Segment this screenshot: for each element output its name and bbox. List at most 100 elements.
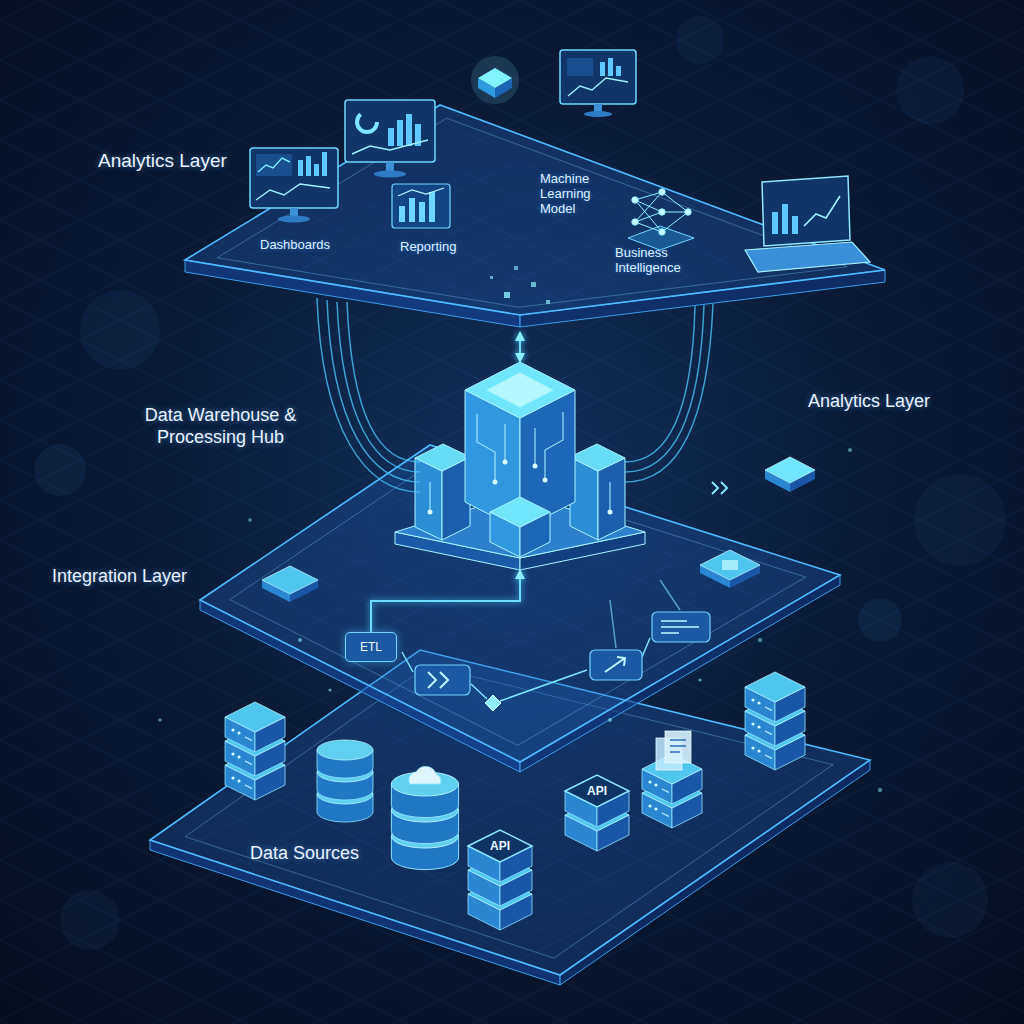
api-block-face — [597, 815, 629, 851]
circuit-pad — [428, 510, 433, 515]
layer-platform-outline — [195, 440, 845, 780]
layer-platform-face — [200, 600, 520, 772]
api-block-face — [468, 894, 500, 930]
text-slot: Machine Learning Model — [540, 172, 612, 217]
report-card — [392, 184, 450, 228]
hub-block-face — [415, 444, 470, 471]
hub-block-face — [395, 532, 520, 570]
data-stream-lines — [317, 298, 713, 492]
layer-platform: Analytics LayerDashboardsReportingMachin… — [185, 100, 890, 332]
flow-chevrons — [712, 482, 727, 494]
floating-chip — [765, 457, 815, 492]
text-slot: Analytics Layer — [808, 391, 930, 413]
process-box: ETL — [345, 632, 397, 662]
hub-block-face — [487, 373, 553, 407]
circuit-pad — [503, 460, 508, 465]
circuit-pad — [543, 478, 548, 483]
server-stack — [225, 702, 285, 800]
layer-platform-face — [150, 840, 560, 985]
layer-platform-face — [520, 575, 840, 772]
api-block: API — [565, 775, 629, 851]
integration-chip-left — [262, 566, 318, 602]
api-block-face — [468, 878, 532, 910]
api-label: API — [468, 839, 532, 853]
layer-platform-outline — [185, 100, 890, 332]
cloud-storage — [391, 766, 458, 869]
circuit-trace — [545, 412, 563, 480]
data-flow-arrow — [519, 332, 521, 362]
api-block: API — [468, 830, 532, 930]
hub-block-face — [465, 390, 520, 530]
api-block-face — [565, 799, 629, 831]
hub-block-face — [465, 362, 575, 418]
dashboard-monitor — [250, 148, 338, 223]
laptop — [745, 176, 870, 272]
text-slot: ETL — [360, 640, 382, 654]
database-cylinder — [317, 740, 373, 822]
api-block-face — [565, 775, 629, 807]
circuit-trace — [477, 414, 495, 482]
text-slot: Dashboards — [260, 238, 330, 253]
text-slot: Analytics Layer — [98, 150, 227, 173]
hub-block-face — [520, 512, 550, 557]
text-slot: API — [565, 784, 629, 798]
layer-platform-outline — [145, 640, 875, 990]
hub-block-face — [598, 458, 625, 540]
panel-label: Reporting — [400, 240, 456, 255]
hub-block-face — [490, 497, 550, 527]
hub-block-face — [415, 458, 442, 540]
hub-block-face — [570, 457, 598, 540]
hub-title: Data Warehouse & Processing Hub — [128, 405, 313, 448]
hub-block-face — [520, 390, 575, 530]
pipeline-box — [652, 612, 710, 642]
ml-monitor — [560, 50, 636, 117]
data-flow-arrow — [371, 570, 520, 632]
document-stack — [642, 731, 702, 828]
text-slot: Integration Layer — [52, 566, 187, 588]
circuit-trace — [534, 428, 535, 466]
layer-platform: Data SourcesAPIAPI — [145, 640, 875, 990]
layer-title: Analytics Layer — [808, 391, 930, 413]
pipeline-box — [415, 665, 470, 695]
layer-platform-face — [150, 650, 870, 975]
api-label: API — [565, 784, 629, 798]
pipeline-box — [590, 650, 642, 680]
layer-platform: Integration LayerETL — [195, 440, 845, 780]
layer-title: Analytics Layer — [98, 150, 227, 173]
pipeline-junction — [485, 695, 501, 711]
pipeline-lines — [402, 580, 680, 701]
circuit-pad — [533, 464, 538, 469]
panel-label: Business Intelligence — [615, 246, 703, 276]
circuit-trace — [609, 482, 610, 512]
panel-label: Machine Learning Model — [540, 172, 612, 217]
layer-platform-face — [560, 760, 870, 985]
bokeh-lights — [34, 16, 1006, 950]
hub-block-outline — [395, 362, 645, 570]
layer-platform-face — [185, 260, 520, 327]
hub-block-face — [442, 457, 470, 540]
layer-platform-face — [230, 460, 806, 745]
layer-platform-face — [520, 270, 885, 327]
neural-network-icon — [628, 189, 694, 250]
api-block-face — [500, 870, 532, 906]
hub-block-face — [570, 444, 625, 471]
api-block-face — [565, 815, 597, 851]
api-block-face — [500, 894, 532, 930]
layer-title: Integration Layer — [52, 566, 187, 588]
glowing-chip — [471, 56, 519, 104]
data-particles — [158, 266, 882, 792]
layer-platform-face — [185, 105, 885, 315]
text-slot: Data Warehouse & Processing Hub — [128, 405, 313, 448]
circuit-trace — [504, 424, 505, 462]
report-monitor — [345, 100, 435, 178]
panel-label: Dashboards — [260, 238, 330, 253]
hub-block-face — [520, 532, 645, 570]
layer-platform-face — [200, 445, 840, 762]
text-slot: API — [468, 839, 532, 853]
api-block-face — [468, 830, 532, 862]
circuit-trace — [429, 482, 430, 512]
api-block-face — [468, 870, 500, 906]
hub-block-face — [490, 512, 520, 557]
layer-platform-face — [217, 118, 847, 307]
